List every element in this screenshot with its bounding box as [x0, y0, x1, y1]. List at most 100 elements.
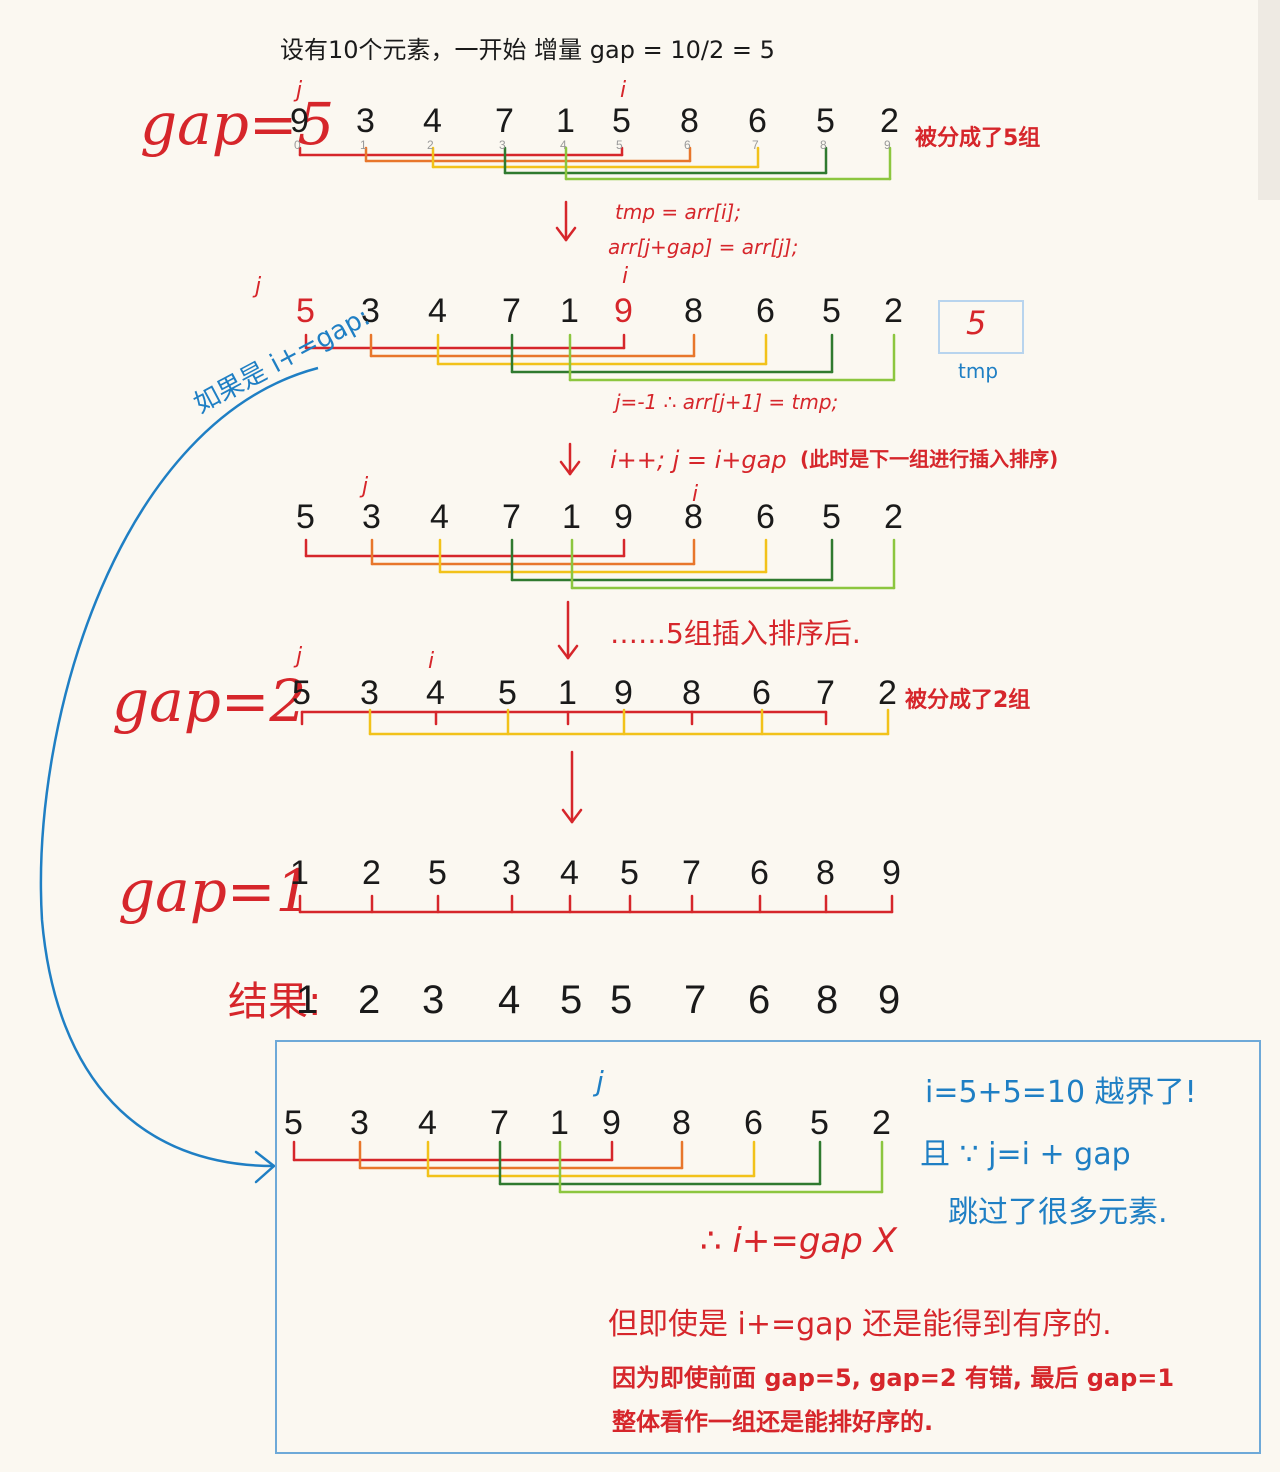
row2-value-6: 8: [684, 292, 703, 330]
result-label: 结果:: [228, 979, 322, 1025]
row1-sub-9: 9: [884, 138, 891, 152]
bottom-box: [275, 1040, 1261, 1454]
arrow-down-4: [561, 808, 574, 824]
arrow-down-4: [570, 808, 583, 824]
row4-i-mark: i: [428, 649, 435, 674]
row5-value-4: 4: [560, 854, 579, 892]
row4-value-8: 7: [816, 674, 835, 712]
row5-value-8: 8: [816, 854, 835, 892]
box-j-mark: j: [596, 1065, 604, 1098]
result-value-8: 8: [816, 978, 839, 1022]
scroll-strip: [1258, 0, 1280, 200]
row1-value-8: 5: [816, 102, 835, 140]
row2-value-0: 5: [296, 292, 315, 330]
box-row-value-8: 5: [810, 1104, 829, 1142]
label-gap-2: gap=2: [112, 667, 307, 735]
after-five-groups: ……5组插入排序后.: [610, 617, 861, 650]
row2-value-4: 1: [560, 292, 579, 330]
row2-value-8: 5: [822, 292, 841, 330]
row1-value-7: 6: [748, 102, 767, 140]
code-next: i++; j = i+gap: [610, 446, 787, 474]
result-value-0: 1: [296, 978, 319, 1022]
row3-value-5: 9: [614, 498, 633, 536]
jump-arrow-curve: [39, 366, 319, 1168]
row3-i-mark: i: [692, 482, 699, 507]
row1-sub-2: 2: [427, 138, 434, 152]
jump-arrow-head: [254, 1164, 276, 1184]
box-final-2: 因为即使前面 gap=5, gap=2 有错, 最后 gap=1: [612, 1364, 1175, 1392]
result-value-3: 4: [498, 978, 521, 1022]
row1-j-mark: j: [296, 78, 303, 103]
row1-value-1: 3: [356, 102, 375, 140]
row3-j-mark: j: [362, 474, 369, 499]
result-value-2: 3: [422, 978, 445, 1022]
row1-group-note: 被分成了5组: [915, 126, 1041, 151]
arrow-down-3: [566, 644, 579, 660]
row1-sub-1: 1: [360, 138, 367, 152]
row2-value-7: 6: [756, 292, 775, 330]
box-row-value-1: 3: [350, 1104, 369, 1142]
row5-value-9: 9: [882, 854, 901, 892]
row4-value-0: 5: [292, 674, 311, 712]
row5-value-2: 5: [428, 854, 447, 892]
box-conclusion-x: ∴ i+=gap X: [700, 1221, 897, 1261]
box-out-of-bounds: i=5+5=10 越界了!: [925, 1075, 1197, 1110]
row2-j-mark: j: [255, 274, 262, 299]
row1-sub-7: 7: [752, 138, 759, 152]
box-row-value-7: 6: [744, 1104, 763, 1142]
row1-sub-8: 8: [820, 138, 827, 152]
row3-value-1: 3: [362, 498, 381, 536]
row5-value-6: 7: [682, 854, 701, 892]
arrow-down-1: [564, 226, 577, 242]
arrow-down-1: [555, 226, 568, 242]
row1-value-0: 9: [290, 102, 309, 140]
box-final-3: 整体看作一组还是能排好序的.: [612, 1408, 934, 1436]
row1-value-9: 2: [880, 102, 899, 140]
box-row-value-5: 9: [602, 1104, 621, 1142]
row1-value-3: 7: [495, 102, 514, 140]
row1-sub-5: 5: [616, 138, 623, 152]
arrow-down-2: [568, 460, 581, 476]
box-row-value-3: 7: [490, 1104, 509, 1142]
result-value-9: 9: [878, 978, 901, 1022]
row3-value-7: 6: [756, 498, 775, 536]
tmp-label: tmp: [958, 359, 999, 383]
row2-value-5: 9: [614, 292, 633, 330]
row2-value-9: 2: [884, 292, 903, 330]
box-row-value-2: 4: [418, 1104, 437, 1142]
row1-sub-0: 0: [294, 138, 301, 152]
row3-value-9: 2: [884, 498, 903, 536]
row4-value-5: 9: [614, 674, 633, 712]
row4-value-6: 8: [682, 674, 701, 712]
code-tmp-assign: tmp = arr[i];: [615, 200, 742, 224]
row1-i-mark: i: [620, 78, 627, 103]
row5-value-5: 5: [620, 854, 639, 892]
result-value-1: 2: [358, 978, 381, 1022]
box-final-1: 但即使是 i+=gap 还是能得到有序的.: [608, 1307, 1112, 1342]
code-next-note: (此时是下一组进行插入排序): [800, 447, 1059, 471]
row1-sub-3: 3: [499, 138, 506, 152]
result-value-4: 5: [560, 978, 583, 1022]
row5-value-7: 6: [750, 854, 769, 892]
tmp-box: [938, 300, 1024, 354]
row3-value-2: 4: [430, 498, 449, 536]
row1-value-5: 5: [612, 102, 631, 140]
box-row-value-9: 2: [872, 1104, 891, 1142]
box-row-value-0: 5: [284, 1104, 303, 1142]
row1-value-2: 4: [423, 102, 442, 140]
row4-value-9: 2: [878, 674, 897, 712]
row3-value-4: 1: [562, 498, 581, 536]
label-gap-1: gap=1: [118, 857, 313, 925]
result-value-6: 7: [684, 978, 707, 1022]
row1-sub-6: 6: [684, 138, 691, 152]
row5-value-3: 3: [502, 854, 521, 892]
row5-value-0: 1: [290, 854, 309, 892]
row2-i-mark: i: [622, 264, 629, 289]
result-value-5: 5: [610, 978, 633, 1022]
box-because: 且 ∵ j=i + gap: [920, 1137, 1131, 1172]
row1-sub-4: 4: [560, 138, 567, 152]
header-note: 设有10个元素，一开始 增量 gap = 10/2 = 5: [280, 36, 775, 64]
row4-value-4: 1: [558, 674, 577, 712]
row3-value-6: 8: [684, 498, 703, 536]
